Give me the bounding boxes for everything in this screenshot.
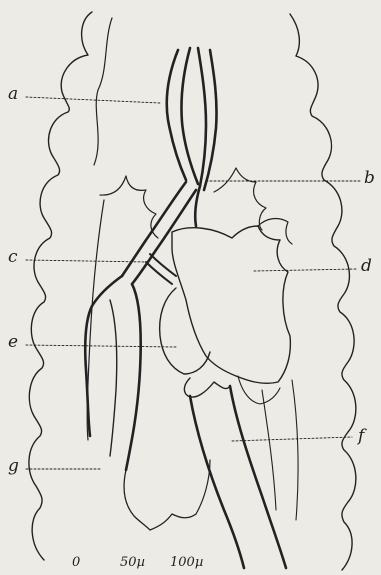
label-e: e xyxy=(8,334,18,351)
organ-d-star-top xyxy=(214,168,266,230)
label-b: b xyxy=(364,170,375,187)
tubule-a2 xyxy=(181,48,198,184)
gut-f-left xyxy=(190,396,244,568)
duct-lower-right xyxy=(126,284,141,470)
duct-c-branch xyxy=(150,254,176,276)
scale-tick-100: 100µ xyxy=(170,556,203,569)
label-a: a xyxy=(8,86,18,103)
organ-e xyxy=(160,288,210,374)
left-body-edge xyxy=(94,18,112,165)
leader-d xyxy=(254,269,356,271)
organ-d xyxy=(172,226,290,383)
left-inner-contour xyxy=(87,200,104,440)
tubule-a1 xyxy=(167,50,186,180)
label-c: c xyxy=(8,249,18,266)
leader-f xyxy=(232,437,352,441)
leader-a xyxy=(26,97,160,103)
organ-d-lower-fold xyxy=(238,376,280,404)
tubule-a3 xyxy=(198,48,206,186)
duct-main-left-2 xyxy=(132,190,196,284)
scale-tick-0: 0 xyxy=(72,556,80,569)
duct-lower-inner xyxy=(110,300,117,456)
organ-e-neck xyxy=(184,378,230,397)
label-d: d xyxy=(361,258,372,275)
duct-c-branch-2 xyxy=(146,262,172,284)
right-body-outline xyxy=(290,14,356,570)
left-body-outline xyxy=(29,12,92,560)
right-inner-edge xyxy=(292,380,298,520)
right-inner-edge-2 xyxy=(262,390,276,510)
gut-f-right xyxy=(230,386,286,568)
scale-tick-50: 50µ xyxy=(120,556,145,569)
organ-g xyxy=(124,470,196,530)
leader-c xyxy=(26,260,148,262)
leader-e xyxy=(26,345,176,347)
label-g: g xyxy=(8,458,19,475)
label-f: f xyxy=(358,428,364,445)
upper-stellate-cell xyxy=(100,176,158,238)
